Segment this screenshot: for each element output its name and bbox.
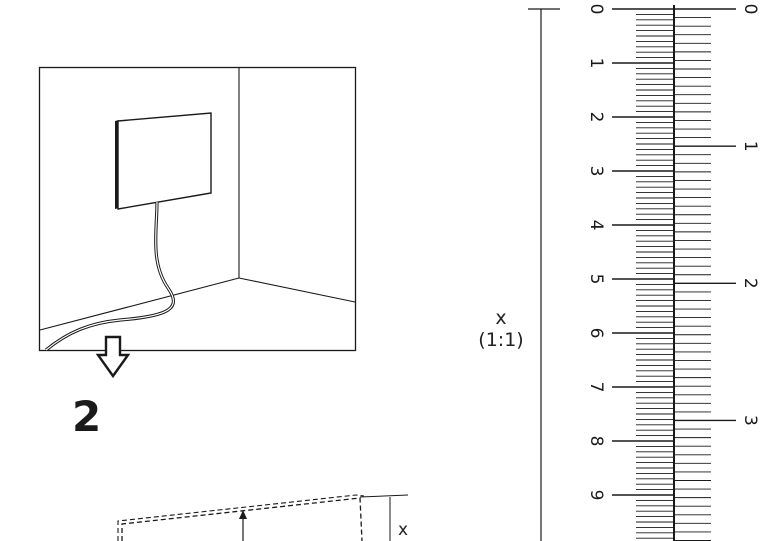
wall-mounted-panel-illustration bbox=[38, 66, 357, 352]
cm-label-2: 2 bbox=[586, 112, 606, 123]
floor-left-line bbox=[39, 277, 240, 331]
inch-label-3: 3 bbox=[740, 415, 760, 426]
cm-label-9: 9 bbox=[586, 490, 606, 501]
cm-label-3: 3 bbox=[586, 166, 606, 177]
inch-label-0: 0 bbox=[740, 4, 760, 15]
measure-symbol: x bbox=[495, 307, 507, 329]
panel-cable-inner bbox=[45, 201, 174, 351]
panel-face bbox=[117, 112, 212, 210]
cm-label-4: 4 bbox=[586, 220, 606, 231]
down-arrow-icon bbox=[95, 335, 131, 379]
inch-label-2: 2 bbox=[740, 278, 760, 289]
cm-label-1: 1 bbox=[586, 58, 606, 69]
template-arrow-head bbox=[239, 510, 247, 519]
floor-right-line bbox=[238, 277, 356, 303]
inch-scale bbox=[674, 8, 736, 541]
ruler: 0 1 2 3 4 5 6 7 8 9 0 1 2 3 bbox=[586, 4, 760, 541]
measure-scale: (1:1) bbox=[478, 329, 524, 351]
inch-label-1: 1 bbox=[740, 141, 760, 152]
cm-label-6: 6 bbox=[586, 328, 606, 339]
cm-label-5: 5 bbox=[586, 274, 606, 285]
cm-label-0: 0 bbox=[586, 4, 606, 15]
inch-labels: 0 1 2 3 bbox=[740, 4, 760, 426]
measurement-bracket bbox=[528, 8, 560, 541]
dimension-ext-line bbox=[359, 494, 409, 498]
cm-label-7: 7 bbox=[586, 382, 606, 393]
cm-labels: 0 1 2 3 4 5 6 7 8 9 bbox=[586, 4, 606, 501]
measure-label: x (1:1) bbox=[478, 307, 524, 351]
step-number: 2 bbox=[72, 392, 102, 441]
template-dimension-label: x bbox=[398, 520, 409, 540]
cm-label-8: 8 bbox=[586, 436, 606, 447]
cm-scale bbox=[612, 8, 674, 539]
dashed-template-outline bbox=[117, 494, 409, 541]
illustration-frame bbox=[38, 66, 357, 352]
